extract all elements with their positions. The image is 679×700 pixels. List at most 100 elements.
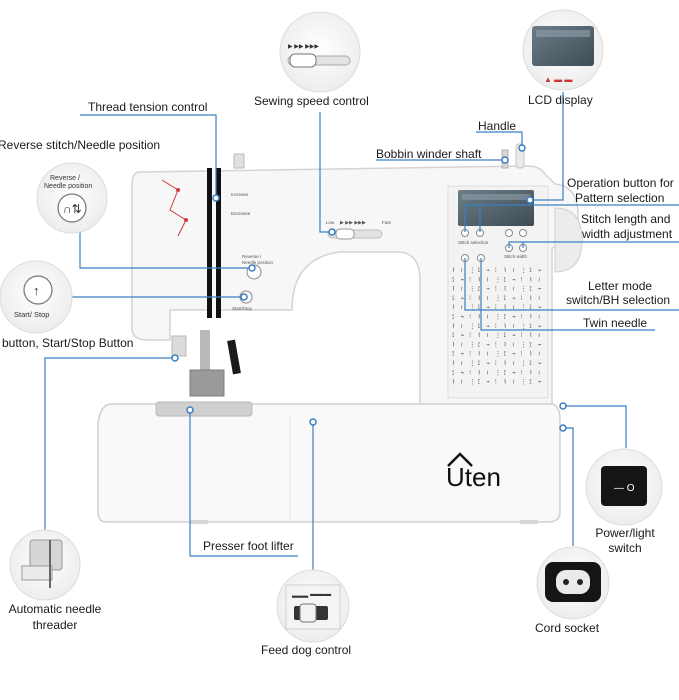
stitch-pattern-mark: ⟟ xyxy=(529,304,531,311)
inset-speed-knob xyxy=(289,53,317,68)
spool-pin xyxy=(233,153,245,169)
needle-plate xyxy=(155,401,253,417)
stitch-pattern-mark: ⋮ xyxy=(495,296,501,302)
inset-feed-knob xyxy=(299,603,317,623)
stitch-pattern-mark: ⌇ xyxy=(529,314,532,321)
label-feed-dog: Feed dog control xyxy=(261,643,352,657)
stitch-pattern-mark: ⟟ xyxy=(504,314,506,321)
stitch-pattern-mark: ⌇ xyxy=(529,295,532,302)
thread-dot xyxy=(176,188,180,192)
leader-lcd xyxy=(530,92,564,201)
print-start-stop: Start/Stop xyxy=(232,306,253,311)
stitch-pattern-mark: ⋮ xyxy=(521,305,527,311)
label-start-stop: button, Start/Stop Button xyxy=(2,336,134,350)
inset-reverse: Reverse / Needle position ∩⇅ xyxy=(36,162,108,234)
label-operation-1: Operation button for xyxy=(567,176,674,190)
stitch-pattern-mark: ⌁ xyxy=(486,287,490,293)
stitch-pattern-mark: ⌁ xyxy=(486,305,490,311)
machine-base xyxy=(97,403,561,523)
label-thread-tension: Thread tension control xyxy=(88,100,208,114)
stitch-pattern-mark: ≀ xyxy=(486,333,488,339)
stitch-pattern-mark: ⋮ xyxy=(469,380,475,386)
print-speed-fast: Fast xyxy=(382,220,392,225)
stitch-pattern-mark: ⋮ xyxy=(521,361,527,367)
stitch-pattern-mark: ⁞ xyxy=(469,370,471,376)
stitch-pattern-mark: ⟟ xyxy=(478,286,480,293)
stitch-pattern-mark: ⁞ xyxy=(521,315,523,321)
threader-lever xyxy=(171,335,187,357)
stitch-pattern-mark: ⌁ xyxy=(512,315,516,321)
dot-feed xyxy=(309,418,317,426)
stitch-pattern-mark: ⋮ xyxy=(469,361,475,367)
inset-speed-slider: ▶ ▶▶ ▶▶▶ xyxy=(279,11,361,93)
stitch-pattern-mark: ⌁ xyxy=(512,370,516,376)
stitch-pattern-mark: ⟟ xyxy=(478,304,480,311)
stitch-pattern-mark: ⌇ xyxy=(504,286,507,293)
stitch-pattern-mark: ⌇ xyxy=(478,369,481,376)
stitch-pattern-mark: ⌁ xyxy=(512,333,516,339)
label-handle: Handle xyxy=(478,119,517,133)
label-twin-needle: Twin needle xyxy=(583,316,648,330)
print-reverse-2: Needle position xyxy=(242,260,274,265)
stitch-pattern-mark: ⁞ xyxy=(521,333,523,339)
panel-button-length-2[interactable] xyxy=(519,229,527,237)
machine-lcd-glare xyxy=(462,194,530,200)
label-stitch-length-1: Stitch length and xyxy=(581,212,671,226)
stitch-pattern-mark: ⁞ xyxy=(495,305,497,311)
label-power-light-2: switch xyxy=(608,541,642,555)
stitch-pattern-mark: ≀ xyxy=(512,287,514,293)
stitch-pattern-mark: ⁞ xyxy=(469,296,471,302)
panel-button-length-1[interactable] xyxy=(505,229,513,237)
label-letter-mode-1: Letter mode xyxy=(588,279,653,293)
speed-arrows-print: ▶ ▶▶ ▶▶▶ xyxy=(340,220,366,226)
stitch-pattern-mark: ⁞ xyxy=(495,342,497,348)
brand-logo: Uten xyxy=(446,452,501,492)
leader-stitch-length xyxy=(508,241,679,248)
needle-bar xyxy=(200,330,210,370)
stitch-pattern-mark: ⌇ xyxy=(478,276,481,283)
stitch-pattern-mark: ⌁ xyxy=(486,380,490,386)
stitch-pattern-mark: ≀ xyxy=(512,305,514,311)
stitch-pattern-mark: ⌁ xyxy=(461,333,465,339)
stitch-pattern-mark: ≀ xyxy=(461,342,463,348)
inset-feed-symbols: ▂▂▂ ▬▬▬ xyxy=(291,591,331,598)
label-auto-threader-2: threader xyxy=(32,618,78,632)
stitch-pattern-mark: ⋮ xyxy=(521,342,527,348)
stitch-pattern-mark: ⌇ xyxy=(504,304,507,311)
stitch-pattern-mark: ⌁ xyxy=(461,315,465,321)
dot-reverse xyxy=(248,264,256,272)
stitch-pattern-mark: ≀ xyxy=(512,380,514,386)
stitch-pattern-mark: ⟟ xyxy=(529,360,531,367)
dot-threader xyxy=(171,354,179,362)
inset-cord-pin-2 xyxy=(577,579,583,585)
stitch-pattern-mark: ⌁ xyxy=(538,380,542,386)
stitch-pattern-mark: ⌁ xyxy=(538,305,542,311)
stitch-pattern-mark: ⟟ xyxy=(452,351,454,358)
label-sewing-speed: Sewing speed control xyxy=(254,94,369,108)
stitch-pattern-mark: ⌇ xyxy=(478,332,481,339)
stitch-pattern-mark: ≀ xyxy=(538,370,540,376)
stitch-pattern-mark: ⋮ xyxy=(521,268,527,274)
inset-reverse-text-2: Needle position xyxy=(44,183,92,190)
stitch-pattern-mark: ≀ xyxy=(461,380,463,386)
stitch-pattern-mark: ⌁ xyxy=(512,296,516,302)
stitch-pattern-mark: ⌇ xyxy=(529,276,532,283)
stitch-pattern-mark: ⁞ xyxy=(469,315,471,321)
stitch-pattern-mark: ⌁ xyxy=(538,361,542,367)
label-stitch-length-2: width adjustment xyxy=(582,227,673,241)
machine-speed-slider-knob[interactable] xyxy=(335,228,355,240)
stitch-pattern-mark: ≀ xyxy=(538,352,540,358)
stitch-pattern-mark: ⌇ xyxy=(452,379,455,386)
stitch-pattern-mark: ⟟ xyxy=(504,332,506,339)
presser-foot xyxy=(189,369,225,397)
inset-start-text: Start/ Stop xyxy=(14,310,49,319)
label-letter-mode-2: switch/BH selection xyxy=(566,293,671,307)
stitch-pattern-mark: ⌁ xyxy=(538,268,542,274)
stitch-pattern-mark: ⌇ xyxy=(504,341,507,348)
stitch-pattern-mark: ⌁ xyxy=(461,370,465,376)
sewing-machine: Increase Decrease Reverse / Needle posit… xyxy=(97,143,583,524)
dot-power xyxy=(559,402,567,410)
inset-speed-circle xyxy=(279,11,361,93)
stitch-pattern-mark: ≀ xyxy=(538,296,540,302)
stitch-pattern-mark: ⋮ xyxy=(495,277,501,283)
